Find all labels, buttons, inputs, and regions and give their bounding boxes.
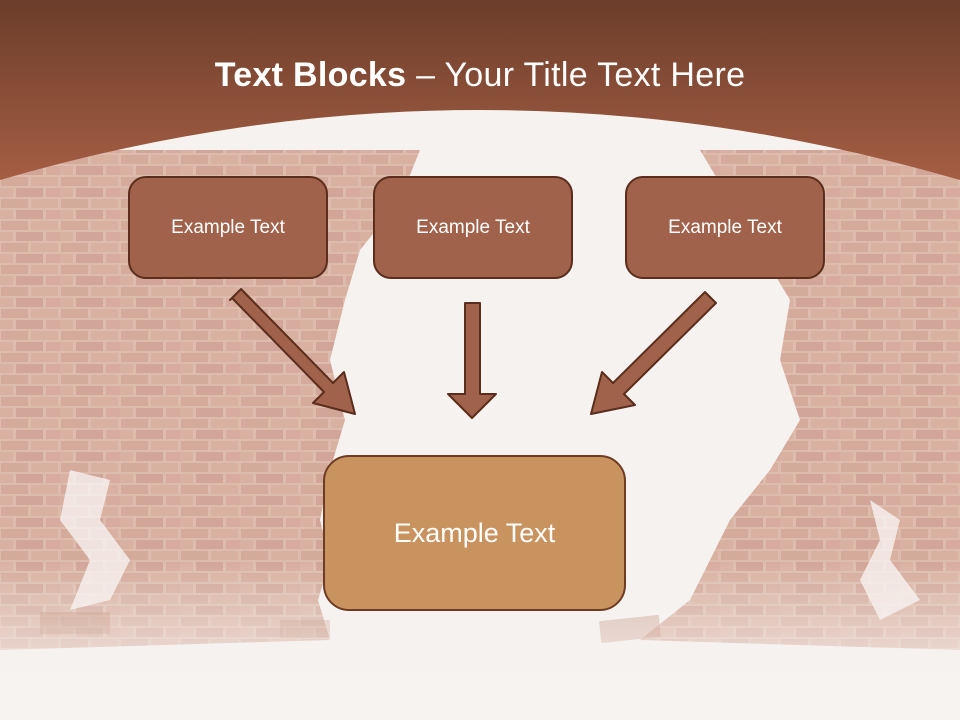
arrow-down-right-icon	[229, 288, 356, 415]
arrow-down-icon	[447, 302, 497, 419]
text-block-bottom: Example Text	[323, 455, 626, 611]
header-band	[0, 0, 960, 180]
title-dash: –	[406, 56, 445, 94]
text-block-center: Example Text	[373, 176, 573, 279]
arrow-down-left-icon	[590, 291, 717, 415]
text-block-right: Example Text	[625, 176, 825, 279]
title-bold: Text Blocks	[214, 56, 407, 94]
title-rest: Your Title Text Here	[444, 56, 746, 94]
slide-title: Text Blocks – Your Title Text Here	[0, 56, 960, 95]
text-block-left: Example Text	[128, 176, 328, 279]
